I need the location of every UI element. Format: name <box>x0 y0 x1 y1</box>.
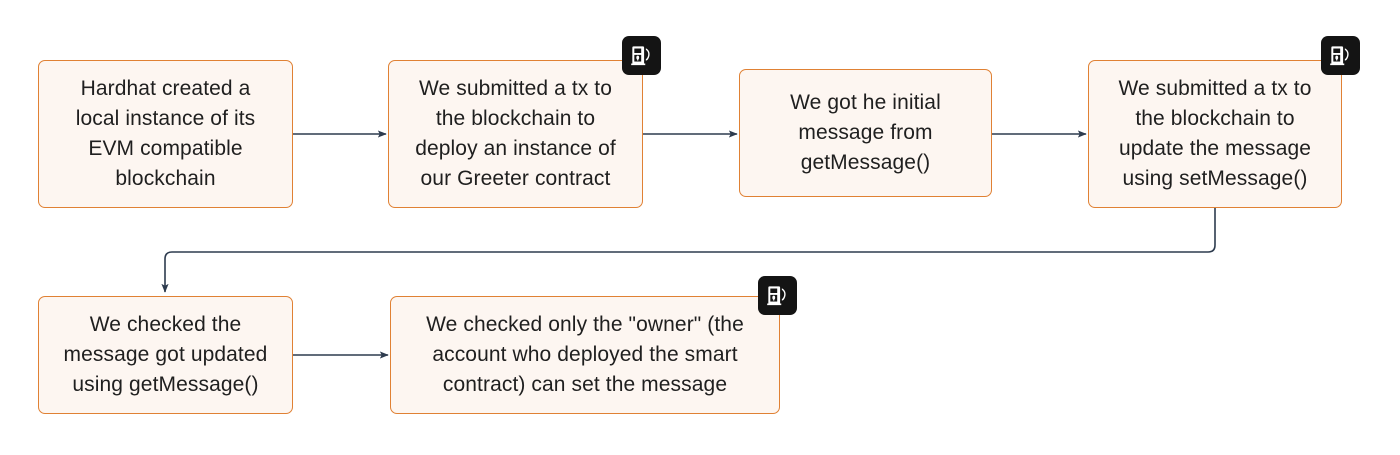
gas-pump-icon <box>758 276 797 315</box>
flow-node-label: We got he initial message from getMessag… <box>790 91 941 174</box>
flow-node-label: Hardhat created a local instance of its … <box>75 77 256 190</box>
flow-node-update-message-tx[interactable]: We submitted a tx to the blockchain to u… <box>1088 60 1342 208</box>
gas-pump-icon <box>622 36 661 75</box>
edge-n4-n5 <box>161 208 1216 293</box>
flow-node-hardhat-local-instance[interactable]: Hardhat created a local instance of its … <box>38 60 293 208</box>
flow-node-get-initial-message[interactable]: We got he initial message from getMessag… <box>739 69 992 197</box>
flow-node-label: We submitted a tx to the blockchain to u… <box>1118 77 1312 190</box>
flow-node-deploy-greeter-tx[interactable]: We submitted a tx to the blockchain to d… <box>388 60 643 208</box>
gas-pump-icon <box>1321 36 1360 75</box>
flow-node-label: We checked the message got updated using… <box>63 313 268 396</box>
flow-node-owner-only-check[interactable]: We checked only the "owner" (the account… <box>390 296 780 414</box>
flow-node-label: We submitted a tx to the blockchain to d… <box>415 77 616 190</box>
flow-node-verify-message-updated[interactable]: We checked the message got updated using… <box>38 296 293 414</box>
flow-node-label: We checked only the "owner" (the account… <box>426 313 744 396</box>
